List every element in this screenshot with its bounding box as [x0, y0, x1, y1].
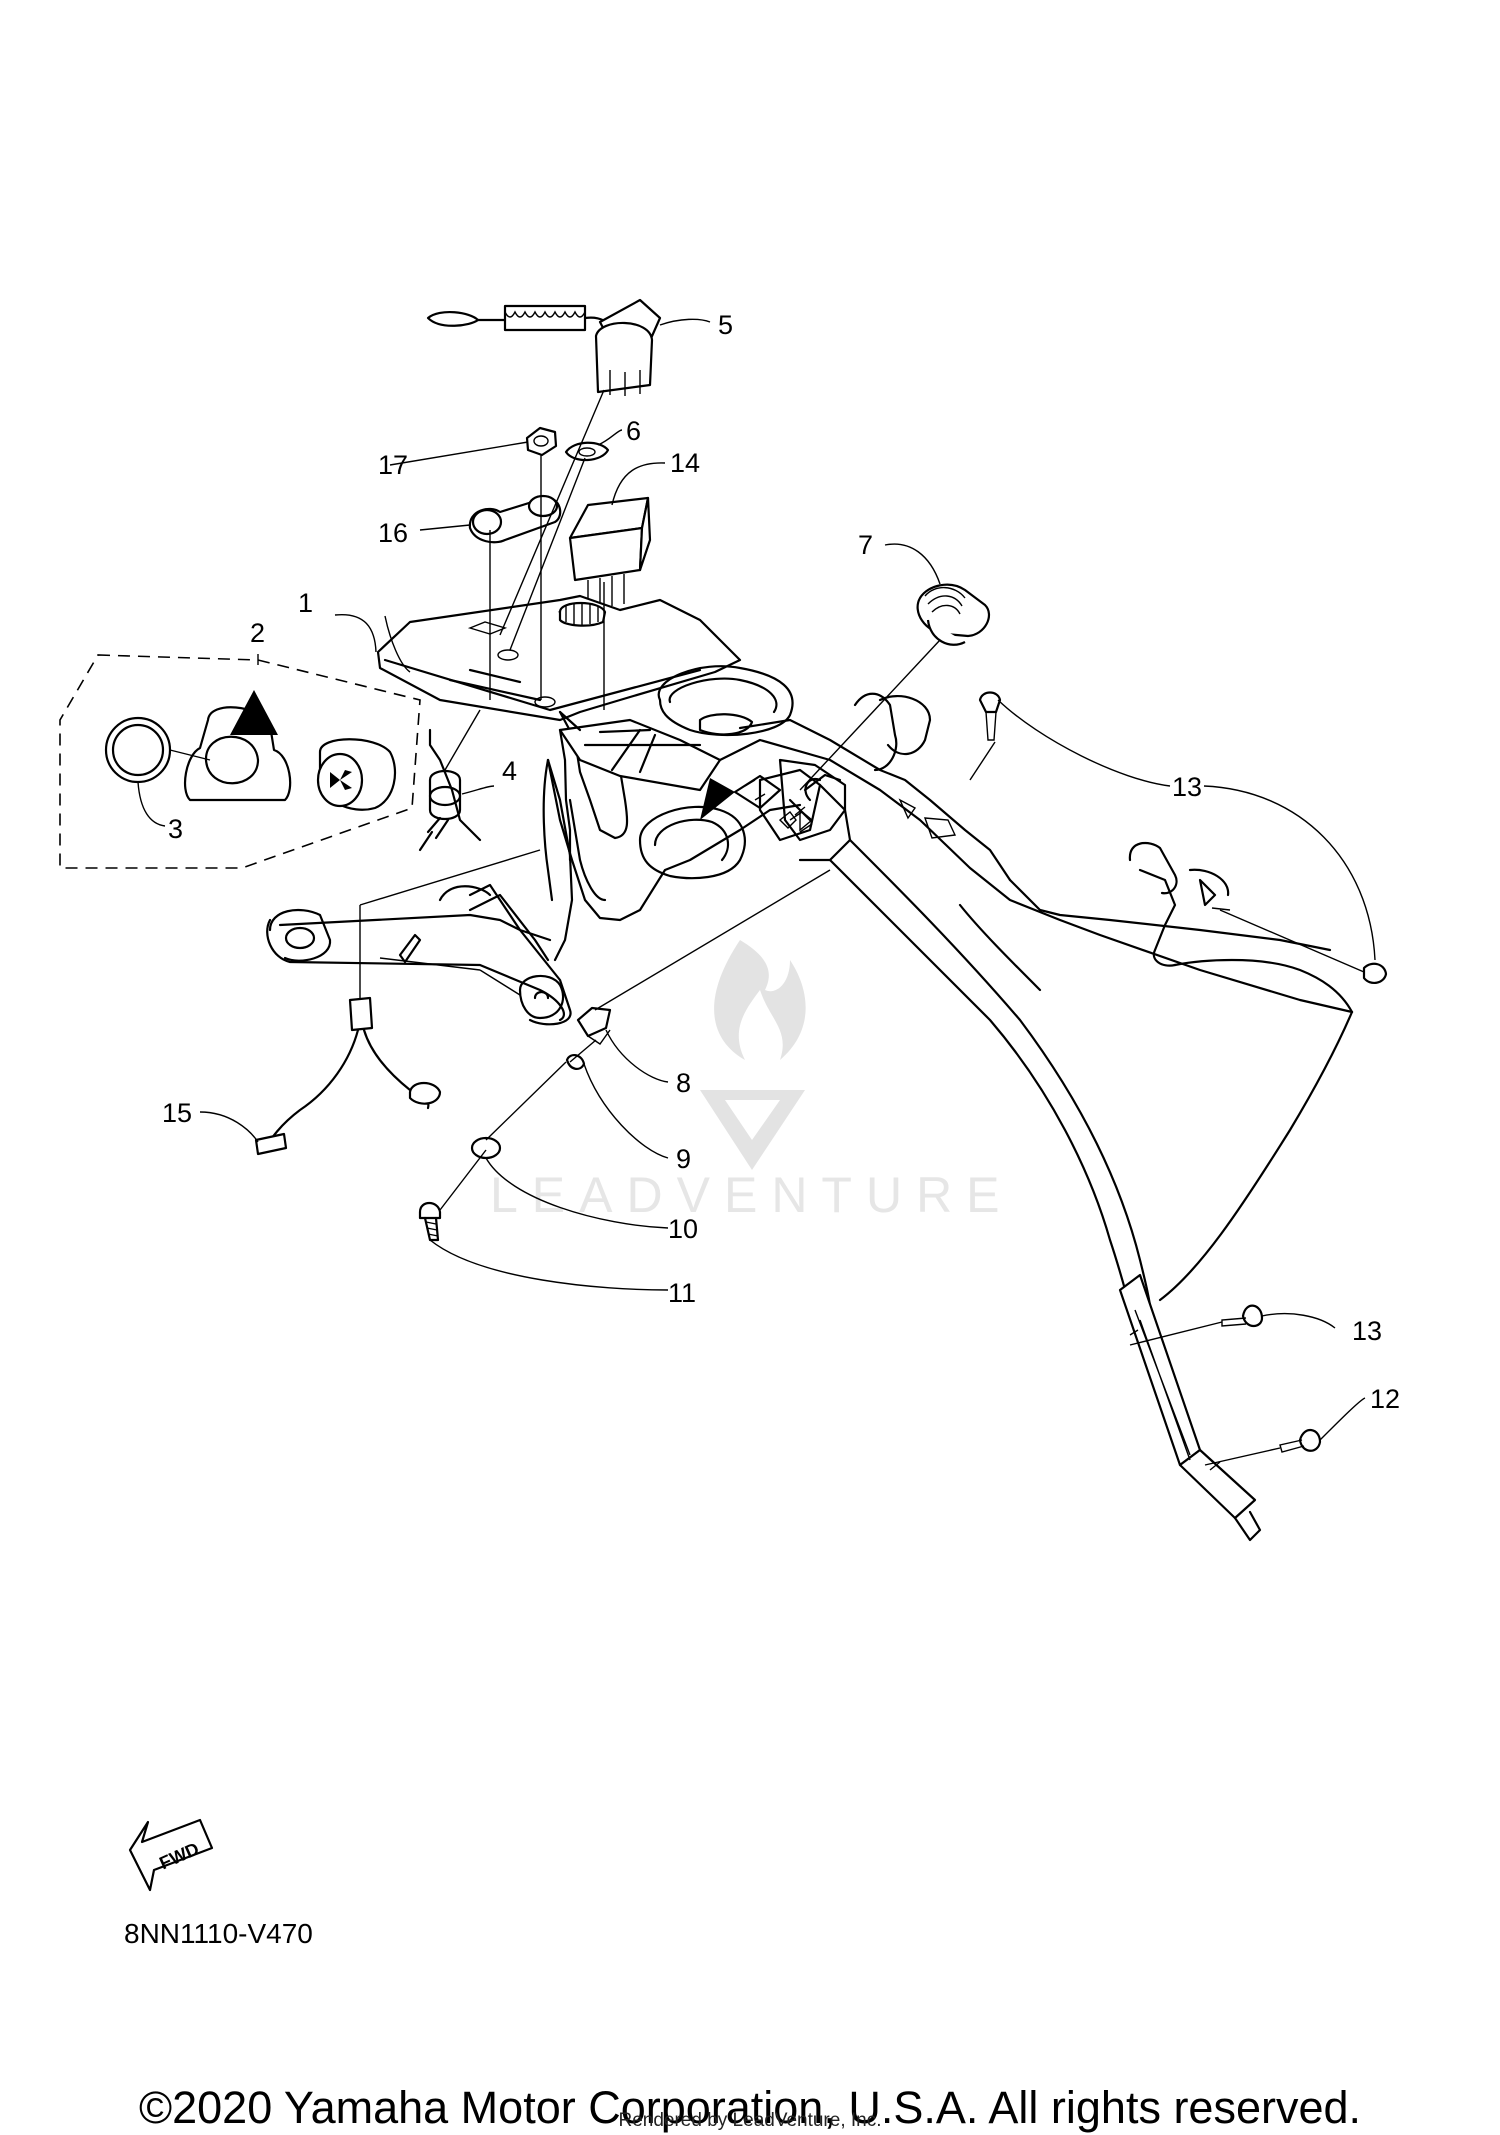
callout-2: 2: [250, 618, 265, 648]
callout-14: 14: [670, 448, 700, 478]
clip-part-8: [576, 1006, 612, 1045]
callout-7: 7: [858, 530, 873, 560]
harness-part-15: [254, 996, 442, 1156]
screw-part-12: [1279, 1429, 1322, 1453]
lanyard-part-5: [426, 298, 662, 396]
fwd-arrow-icon: FWD: [128, 1818, 214, 1892]
callout-labels: 1 2 3 4 5 6 7 8 9 10 11 12 13 13 14 15 1…: [162, 310, 1400, 1414]
kit-outline-part-2: [59, 654, 421, 869]
bolt-part-11: [418, 1201, 442, 1242]
grommet-part-7: [916, 583, 991, 646]
rendered-by-credit: Rendered by LeadVenture, Inc.: [618, 2110, 882, 2131]
washer-part-10: [470, 1136, 502, 1160]
watermark-text: LEADVENTURE: [490, 1167, 1014, 1223]
callout-13-lower: 13: [1352, 1316, 1382, 1346]
callout-6: 6: [626, 416, 641, 446]
console-part-1: [266, 594, 1354, 1542]
washer-part-6: [564, 441, 610, 462]
screw-part-13a: [978, 691, 1002, 741]
screw-part-13c: [1211, 907, 1388, 984]
grommet-part-4: [418, 769, 462, 852]
leader-lines: [137, 318, 1376, 1466]
callout-8: 8: [676, 1068, 691, 1098]
copyright-notice: ©2020 Yamaha Motor Corporation, U.S.A. A…: [138, 2082, 1362, 2133]
screw-part-13b: [1221, 1304, 1264, 1328]
leadventure-watermark: LEADVENTURE: [490, 940, 1014, 1223]
callout-12: 12: [1370, 1384, 1400, 1414]
callout-17: 17: [378, 450, 408, 480]
cap-part-16: [468, 494, 562, 544]
callout-11: 11: [668, 1278, 696, 1308]
callout-13-upper: 13: [1172, 772, 1202, 802]
callout-9: 9: [676, 1144, 691, 1174]
callout-3: 3: [168, 814, 183, 844]
boot-part-2: [183, 690, 292, 802]
callout-15: 15: [162, 1098, 192, 1128]
diagram-code: 8NN1110-V470: [124, 1918, 313, 1949]
ring-part-3: [104, 716, 172, 784]
callout-16: 16: [378, 518, 408, 548]
switch-part-14: [568, 496, 652, 610]
callout-10: 10: [668, 1214, 698, 1244]
callout-1: 1: [298, 588, 313, 618]
callout-4: 4: [502, 756, 517, 786]
plug-part-2: [316, 738, 397, 811]
callout-5: 5: [718, 310, 733, 340]
nut-part-17: [525, 426, 558, 457]
